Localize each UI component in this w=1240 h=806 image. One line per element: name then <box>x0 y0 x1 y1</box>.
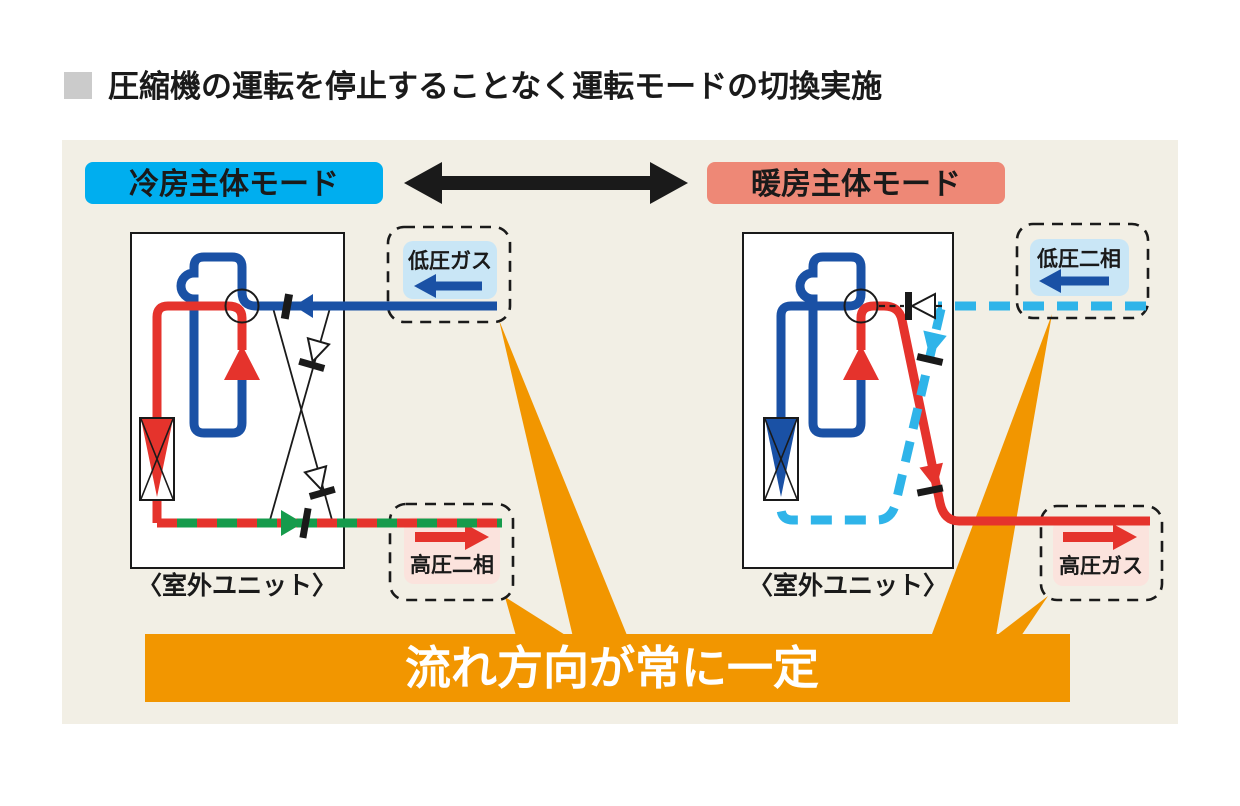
heating-mode-label-text: 暖房主体モード <box>751 167 961 202</box>
low-two-phase-text: 低圧二相 <box>1036 247 1121 271</box>
callout-beam-high-gas <box>988 596 1048 642</box>
high-two-phase-dashed-frame <box>388 502 515 602</box>
flow-direction-arrow-red <box>919 462 943 489</box>
high-gas-text: 高圧ガス <box>1059 554 1143 578</box>
label-low-pressure-gas: 低圧ガス <box>386 225 512 324</box>
right-arrow-icon <box>415 524 489 550</box>
callout-beam-low-gas <box>499 320 633 650</box>
label-low-pressure-two-phase: 低圧二相 <box>1015 222 1150 320</box>
compressor-icon <box>224 345 260 380</box>
page-title: 圧縮機の運転を停止することなく運転モードの切換実施 <box>108 69 882 105</box>
low-gas-text: 低圧ガス <box>407 249 492 273</box>
callout-beam-low-two-phase <box>929 314 1052 642</box>
low-gas-dashed-frame <box>386 225 512 324</box>
right-arrow-icon <box>1063 524 1137 550</box>
banner <box>145 634 1070 702</box>
label-high-pressure-gas: 高圧ガス <box>1039 504 1164 602</box>
valve-tick <box>916 353 944 366</box>
valve-tick <box>280 293 294 320</box>
four-way-valve-icon <box>224 288 260 324</box>
two-phase-return-pipe <box>776 307 946 525</box>
check-valve-icon <box>298 336 331 372</box>
right-unit-caption: 〈室外ユニット〉 <box>748 571 948 600</box>
suction-gas-pipe <box>176 252 497 438</box>
flow-valve-icon <box>281 510 303 536</box>
valve-tick <box>299 507 312 539</box>
high-two-phase-text: 高圧二相 <box>410 553 494 577</box>
discharge-pipe <box>152 301 247 523</box>
discharge-pipe <box>856 301 1150 526</box>
left-arrow-icon <box>1039 269 1109 293</box>
title-bullet-square <box>64 72 92 99</box>
flow-direction-arrow <box>294 294 313 318</box>
check-valve-icon <box>303 464 336 500</box>
compressor-icon <box>843 345 879 380</box>
high-gas-dashed-frame <box>1039 504 1164 602</box>
cooling-mode-label <box>85 162 383 204</box>
mode-switch-double-arrow-icon <box>404 162 688 204</box>
suction-gas-pipe <box>776 252 866 438</box>
heating-mode-label <box>707 162 1005 204</box>
left-arrow-icon <box>414 274 482 298</box>
label-high-pressure-two-phase: 高圧二相 <box>388 502 515 602</box>
banner-text: 流れ方向が常に一定 <box>405 641 819 695</box>
closed-check-valve-icon <box>905 292 936 320</box>
left-unit-caption: 〈室外ユニット〉 <box>137 571 337 600</box>
left-circuit <box>139 252 502 539</box>
flow-direction-arrow-cyan <box>923 330 947 357</box>
four-way-valve-icon <box>843 288 879 324</box>
mode-header: 冷房主体モード 暖房主体モード <box>85 162 1005 204</box>
valve-tick <box>916 484 944 497</box>
cooling-mode-label-text: 冷房主体モード <box>129 167 339 202</box>
low-two-phase-dashed-frame <box>1015 222 1150 320</box>
right-circuit <box>763 252 1150 526</box>
